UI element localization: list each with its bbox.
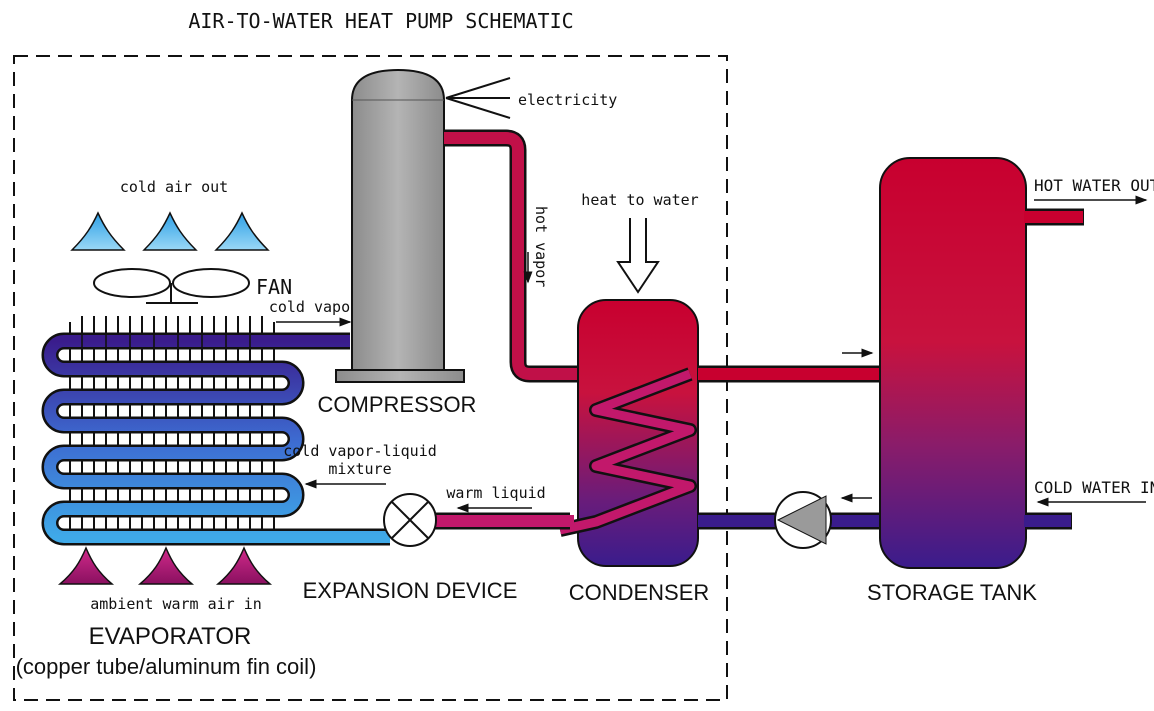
cold-air-out-label: cold air out	[120, 178, 228, 196]
warm-air-in-label: ambient warm air in	[90, 595, 262, 613]
condenser-coil	[558, 367, 697, 537]
fan-icon	[93, 268, 250, 304]
heat-to-water-arrow	[616, 218, 660, 294]
cold-air-out-arrows	[70, 211, 270, 251]
evaporator-coil	[41, 316, 390, 546]
storage-tank	[879, 157, 1027, 569]
warm-air-in-arrows	[57, 546, 273, 585]
storage-tank-label: STORAGE TANK	[867, 580, 1037, 605]
evaporator-sublabel: (copper tube/aluminum fin coil)	[16, 654, 317, 679]
cold-water-in-label: COLD WATER IN	[1034, 478, 1154, 497]
hot-vapor-label: hot vapor	[532, 206, 550, 287]
electricity-icon	[445, 77, 511, 119]
expansion-valve-icon	[383, 493, 437, 547]
condenser-label: CONDENSER	[569, 580, 710, 605]
diagram-title: AIR-TO-WATER HEAT PUMP SCHEMATIC	[188, 9, 573, 33]
expansion-device-label: EXPANSION DEVICE	[303, 578, 518, 603]
compressor	[335, 68, 465, 383]
hot-water-out-label: HOT WATER OUT	[1034, 176, 1154, 195]
warm-liquid-label: warm liquid	[446, 484, 545, 502]
electricity-label: electricity	[518, 91, 617, 109]
heat-to-water-label: heat to water	[581, 191, 698, 209]
cold-vapor-label: cold vapor	[269, 298, 359, 316]
mixture-label-2: mixture	[328, 460, 391, 478]
evaporator-label: EVAPORATOR	[89, 623, 252, 650]
compressor-label: COMPRESSOR	[318, 392, 477, 417]
pump-icon	[774, 491, 832, 549]
fan-label: FAN	[256, 275, 292, 299]
mixture-label-1: cold vapor-liquid	[283, 442, 437, 460]
hot-vapor-pipe	[444, 132, 690, 380]
